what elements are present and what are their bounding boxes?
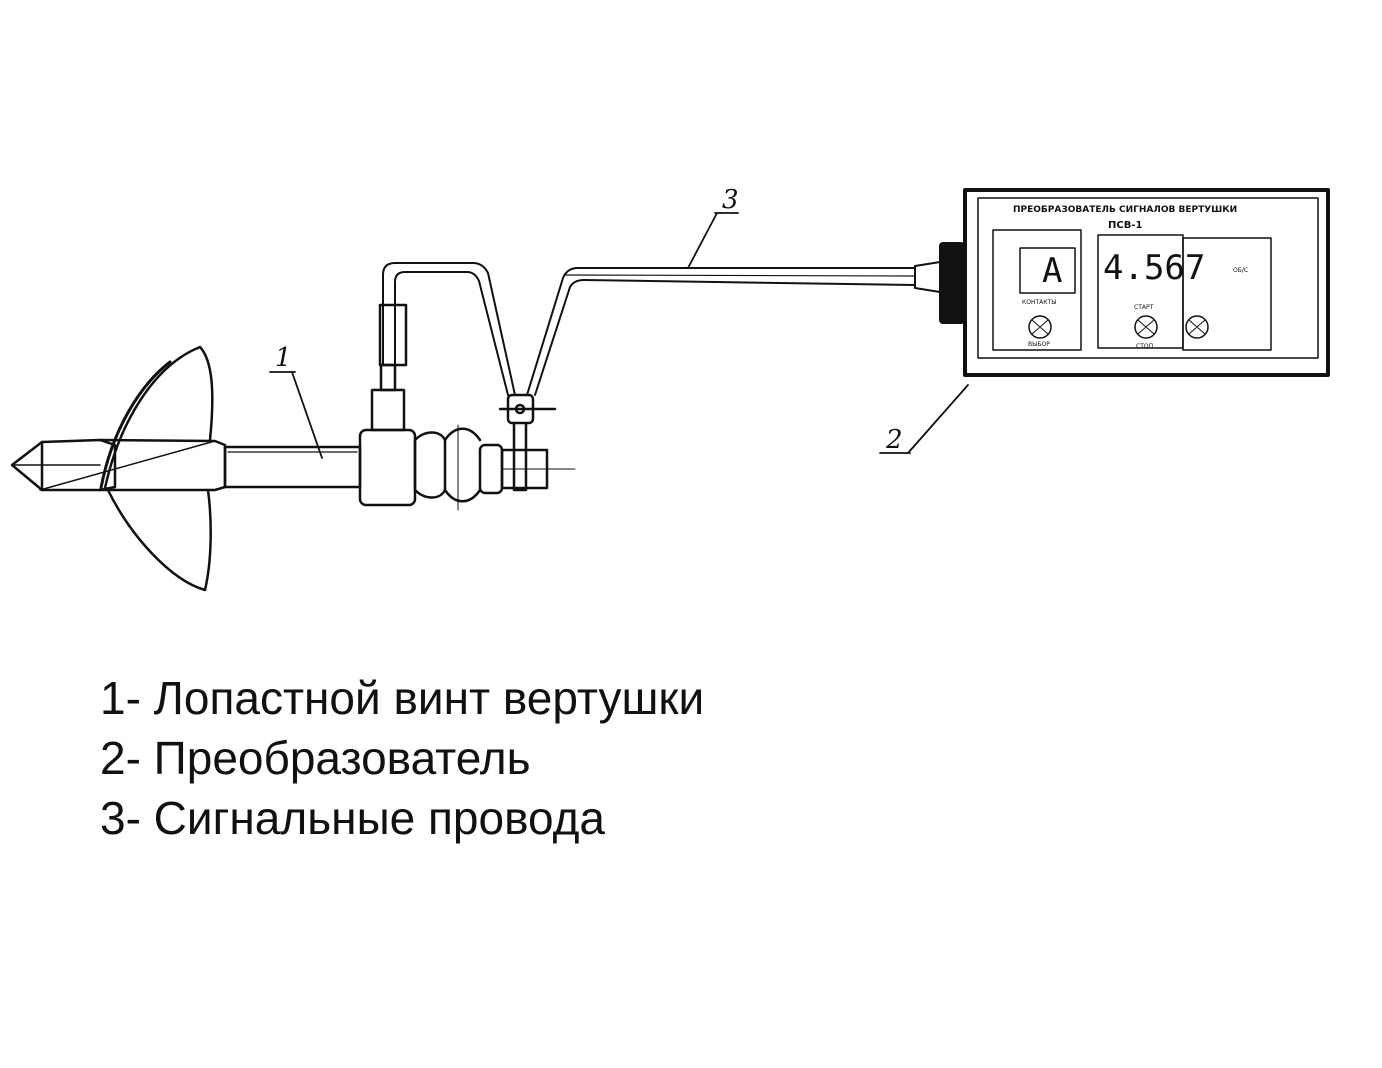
- display-mode: А: [1042, 251, 1062, 291]
- callout-3: 3: [722, 185, 739, 215]
- label-contact: КОНТАКТЫ: [1022, 299, 1056, 306]
- wire-clamp: [498, 393, 557, 492]
- callout-2: 2: [885, 425, 903, 455]
- label-exit: ВЫБОР: [1028, 341, 1050, 348]
- callout-1: 1: [275, 343, 292, 373]
- leader-lines: [269, 212, 969, 459]
- device-title: ПРЕОБРАЗОВАТЕЛЬ СИГНАЛОВ ВЕРТУШКИ: [1013, 205, 1237, 215]
- label-start: СТАРТ: [1134, 304, 1154, 311]
- legend-item-rotor: 1- Лопастной винт вертушки: [100, 672, 705, 724]
- label-rps: ОБ/С: [1233, 267, 1248, 274]
- meter-body: [223, 363, 576, 511]
- device-model: ПСВ-1: [1108, 220, 1142, 231]
- converter-device: [963, 188, 1330, 377]
- signal-wires: [378, 242, 965, 396]
- display-value: 4.567: [1103, 248, 1205, 288]
- propeller-rotor: [10, 345, 227, 592]
- legend-item-wires: 3- Сигнальные провода: [100, 792, 605, 844]
- legend-item-converter: 2- Преобразователь: [100, 732, 531, 784]
- legend-list: 1- Лопастной винт вертушки 2- Преобразов…: [100, 668, 704, 848]
- label-stop: СТОП: [1136, 343, 1153, 350]
